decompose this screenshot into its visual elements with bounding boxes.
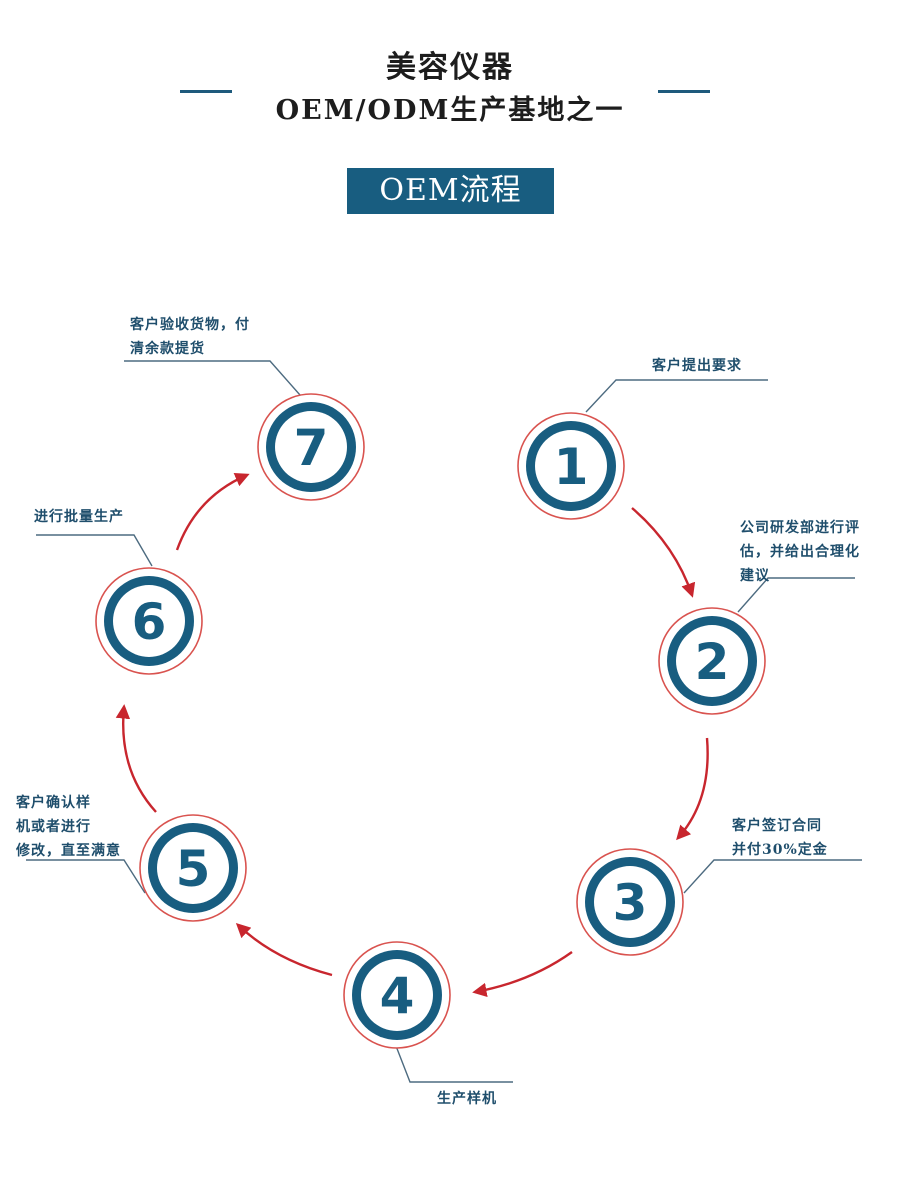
arrow-1-to-2 xyxy=(631,507,696,598)
header-right-dash xyxy=(658,90,710,93)
leader-line-7 xyxy=(124,360,301,396)
step-label-4: 生产样机 xyxy=(437,1091,497,1107)
leader-line-6 xyxy=(36,534,153,567)
step-label-3: 客户签订合同 并付30%定金 xyxy=(732,818,828,858)
page-title: 美容仪器 xyxy=(386,50,514,85)
arrow-5-to-6 xyxy=(115,704,157,813)
leader-line-5 xyxy=(26,859,146,894)
arrow-4-to-5 xyxy=(235,923,333,977)
header-left-dash xyxy=(180,90,232,93)
step-label-1: 客户提出要求 xyxy=(652,358,742,374)
page-subtitle: OEM/ODM生产基地之一 xyxy=(275,95,625,126)
leader-line-1 xyxy=(585,379,768,413)
step-number-6: 6 xyxy=(132,593,167,651)
step-label-6: 进行批量生产 xyxy=(34,509,124,525)
arrow-3-to-4 xyxy=(472,951,573,998)
leader-line-4 xyxy=(395,1045,513,1083)
step-label-5: 客户确认样 机或者进行 修改，直至满意 xyxy=(16,795,121,859)
step-number-5: 5 xyxy=(176,840,211,898)
step-circle-2: 2 xyxy=(658,607,766,715)
arrow-2-to-3 xyxy=(676,737,709,841)
step-circle-6: 6 xyxy=(95,567,203,675)
step-circle-1: 1 xyxy=(517,412,625,520)
step-number-2: 2 xyxy=(695,633,730,691)
step-circle-7: 7 xyxy=(257,393,365,501)
step-number-3: 3 xyxy=(613,874,648,932)
section-badge: OEM流程 xyxy=(347,168,554,214)
step-number-4: 4 xyxy=(380,967,415,1025)
step-circle-4: 4 xyxy=(343,941,451,1049)
step-number-1: 1 xyxy=(554,438,589,496)
leader-line-3 xyxy=(683,859,862,894)
step-label-2: 公司研发部进行评 估，并给出合理化 建议 xyxy=(740,520,860,584)
arrow-6-to-7 xyxy=(175,472,250,551)
step-circle-3: 3 xyxy=(576,848,684,956)
step-circle-5: 5 xyxy=(139,814,247,922)
leader-line-2 xyxy=(737,577,855,613)
step-label-7: 客户验收货物，付 清余款提货 xyxy=(130,317,250,357)
step-number-7: 7 xyxy=(294,419,329,477)
